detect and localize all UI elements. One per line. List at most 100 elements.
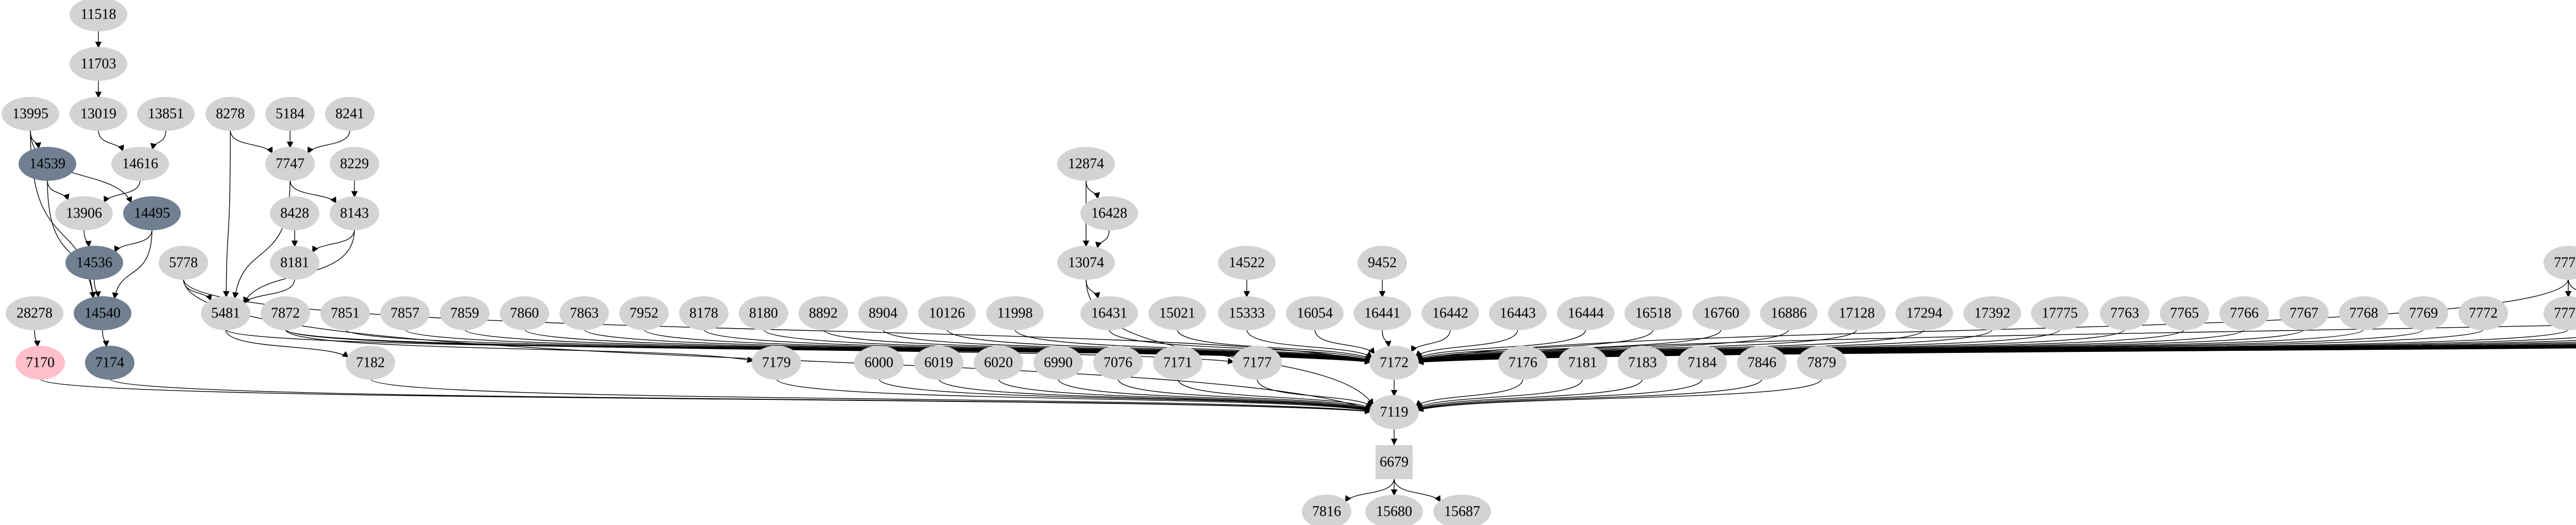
graph-node-8428[interactable]: 8428 [270,196,319,230]
graph-node-14495[interactable]: 14495 [123,196,181,230]
graph-node-7816[interactable]: 7816 [1302,495,1351,525]
graph-node-13074[interactable]: 13074 [1057,246,1115,280]
graph-node-17775[interactable]: 17775 [2031,296,2089,330]
graph-node-16428[interactable]: 16428 [1080,196,1138,230]
graph-node-7765[interactable]: 7765 [2160,296,2209,330]
graph-node-8178[interactable]: 8178 [679,296,728,330]
graph-node-8241[interactable]: 8241 [325,97,375,131]
graph-node-6019[interactable]: 6019 [914,346,963,380]
graph-node-7076[interactable]: 7076 [1093,346,1143,380]
node-ellipse-shape [1093,346,1143,380]
node-label: 15333 [1229,306,1265,321]
graph-node-8904[interactable]: 8904 [858,296,908,330]
graph-node-7846[interactable]: 7846 [1737,346,1787,380]
graph-node-16518[interactable]: 16518 [1624,296,1682,330]
graph-node-5778[interactable]: 5778 [159,246,208,280]
graph-node-15333[interactable]: 15333 [1218,296,1276,330]
graph-node-17392[interactable]: 17392 [1963,296,2021,330]
graph-node-7775[interactable]: 7775 [2544,246,2576,280]
graph-node-14539[interactable]: 14539 [19,147,76,181]
graph-node-7773[interactable]: 7773 [2544,296,2576,330]
graph-node-7171[interactable]: 7171 [1153,346,1202,380]
graph-node-28278[interactable]: 28278 [6,296,63,330]
graph-node-16054[interactable]: 16054 [1286,296,1344,330]
graph-node-7119[interactable]: 7119 [1369,395,1419,429]
graph-node-6990[interactable]: 6990 [1033,346,1083,380]
graph-node-6020[interactable]: 6020 [974,346,1023,380]
graph-node-5184[interactable]: 5184 [265,97,315,131]
graph-node-17128[interactable]: 17128 [1828,296,1886,330]
graph-node-8278[interactable]: 8278 [206,97,255,131]
graph-node-7174[interactable]: 7174 [85,346,134,380]
graph-node-7172[interactable]: 7172 [1369,346,1419,380]
graph-node-13019[interactable]: 13019 [70,97,127,131]
node-label: 7182 [356,355,385,371]
graph-node-11518[interactable]: 11518 [70,0,127,31]
graph-node-14540[interactable]: 14540 [74,296,131,330]
graph-node-16886[interactable]: 16886 [1760,296,1818,330]
graph-node-7857[interactable]: 7857 [380,296,430,330]
graph-node-7952[interactable]: 7952 [619,296,669,330]
graph-node-7182[interactable]: 7182 [346,346,395,380]
graph-node-7763[interactable]: 7763 [2100,296,2149,330]
graph-node-7851[interactable]: 7851 [320,296,370,330]
graph-node-14536[interactable]: 14536 [65,246,123,280]
node-ellipse-shape [265,97,315,131]
graph-node-7879[interactable]: 7879 [1797,346,1846,380]
graph-node-7872[interactable]: 7872 [261,296,310,330]
graph-node-14616[interactable]: 14616 [111,147,169,181]
graph-node-6000[interactable]: 6000 [854,346,904,380]
graph-node-16431[interactable]: 16431 [1080,296,1138,330]
graph-node-7181[interactable]: 7181 [1558,346,1607,380]
graph-node-16441[interactable]: 16441 [1353,296,1411,330]
graph-node-16443[interactable]: 16443 [1489,296,1547,330]
graph-node-13851[interactable]: 13851 [137,97,195,131]
graph-node-14522[interactable]: 14522 [1218,246,1276,280]
graph-node-7768[interactable]: 7768 [2339,296,2388,330]
graph-node-15021[interactable]: 15021 [1148,296,1206,330]
graph-node-5481[interactable]: 5481 [201,296,250,330]
graph-node-16444[interactable]: 16444 [1557,296,1615,330]
node-ellipse-shape [6,296,63,330]
graph-node-7170[interactable]: 7170 [15,346,65,380]
graph-node-11998[interactable]: 11998 [986,296,1044,330]
graph-node-8180[interactable]: 8180 [739,296,788,330]
graph-node-7183[interactable]: 7183 [1618,346,1667,380]
graph-node-8143[interactable]: 8143 [330,196,379,230]
graph-node-13906[interactable]: 13906 [55,196,113,230]
graph-node-16760[interactable]: 16760 [1692,296,1750,330]
graph-node-11703[interactable]: 11703 [70,47,127,81]
graph-node-8181[interactable]: 8181 [270,246,319,280]
graph-node-8229[interactable]: 8229 [330,147,379,181]
edge-17392-to-7172 [1416,329,1993,364]
graph-node-15680[interactable]: 15680 [1365,495,1423,525]
graph-node-7179[interactable]: 7179 [752,346,801,380]
graph-node-7184[interactable]: 7184 [1677,346,1727,380]
edge-12874-to-16428 [1086,179,1100,199]
node-label: 5184 [276,106,304,122]
node-ellipse-shape [74,296,131,330]
graph-node-7860[interactable]: 7860 [500,296,549,330]
node-ellipse-shape [19,147,76,181]
graph-node-7772[interactable]: 7772 [2459,296,2508,330]
node-label: 7775 [2554,255,2576,271]
graph-node-7859[interactable]: 7859 [440,296,489,330]
graph-node-7177[interactable]: 7177 [1232,346,1282,380]
graph-node-17294[interactable]: 17294 [1895,296,1953,330]
edge-7181-to-7119 [1416,378,1583,409]
graph-node-7176[interactable]: 7176 [1498,346,1548,380]
graph-node-7766[interactable]: 7766 [2219,296,2269,330]
graph-node-10126[interactable]: 10126 [918,296,976,330]
graph-node-15687[interactable]: 15687 [1433,495,1491,525]
graph-node-13995[interactable]: 13995 [2,97,59,131]
graph-node-8892[interactable]: 8892 [799,296,848,330]
graph-node-7767[interactable]: 7767 [2279,296,2329,330]
graph-node-7863[interactable]: 7863 [560,296,609,330]
graph-node-7769[interactable]: 7769 [2399,296,2448,330]
graph-node-9452[interactable]: 9452 [1358,246,1407,280]
edge-6990-to-7119 [1058,378,1372,411]
graph-node-6679[interactable]: 6679 [1376,445,1413,479]
graph-node-16442[interactable]: 16442 [1421,296,1479,330]
graph-node-12874[interactable]: 12874 [1057,147,1115,181]
graph-node-7747[interactable]: 7747 [265,147,315,181]
